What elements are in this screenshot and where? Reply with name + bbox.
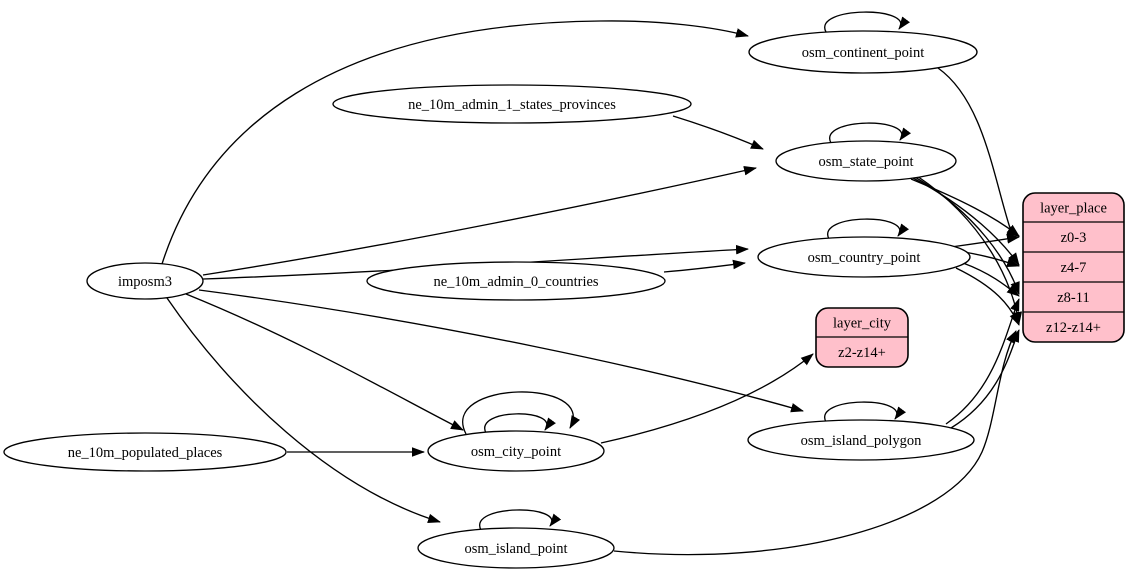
node-ne_10m_populated_places: ne_10m_populated_places xyxy=(3,432,287,472)
node-ellipse-osm_island_polygon xyxy=(747,419,975,461)
node-label-ne_10m_admin_1_states_provinces: ne_10m_admin_1_states_provinces xyxy=(408,97,616,113)
edge-osm_country_point-to-layer_place:z8-11 xyxy=(962,262,1020,297)
edge-imposm3-to-osm_island_point xyxy=(166,297,441,524)
edge-osm_country_point-to-osm_country_point xyxy=(827,218,909,240)
node-ellipse-ne_10m_admin_0_countries xyxy=(366,261,666,301)
node-label-osm_state_point: osm_state_point xyxy=(818,154,913,170)
nodes-layer: imposm3 ne_10m_admin_1_states_provincesne… xyxy=(3,30,978,569)
record-row-layer_place-z8-11: z8-11 xyxy=(1057,290,1089,306)
node-label-osm_island_point: osm_island_point xyxy=(464,541,567,557)
node-ellipse-osm_continent_point xyxy=(748,30,978,74)
edge-osm_island_point-to-layer_place:z12-z14+ xyxy=(613,330,1017,556)
edge-osm_state_point-to-layer_place:z8-11 xyxy=(914,176,1020,295)
edge-imposm3-to-osm_state_point xyxy=(202,165,757,276)
record-layer_city: layer_city z2-z14+ xyxy=(815,307,909,368)
node-imposm3: imposm3 xyxy=(86,262,204,300)
edge-ne_10m_admin_0_countries-to-osm_country_point xyxy=(663,259,746,273)
node-osm_country_point: osm_country_point xyxy=(757,236,971,278)
node-osm_continent_point: osm_continent_point xyxy=(748,30,978,74)
node-ellipse-osm_city_point xyxy=(427,430,605,472)
node-label-ne_10m_admin_0_countries: ne_10m_admin_0_countries xyxy=(433,274,598,290)
node-label-osm_island_polygon: osm_island_polygon xyxy=(801,433,923,449)
edge-imposm3-to-osm_island_polygon xyxy=(198,289,804,413)
node-label-osm_country_point: osm_country_point xyxy=(808,250,921,266)
record-shape-layer_place xyxy=(1022,192,1125,343)
node-osm_state_point: osm_state_point xyxy=(775,140,957,182)
edge-osm_island_polygon-to-layer_place:z12-z14+ xyxy=(950,329,1020,429)
record-row-layer_place-z4-7: z4-7 xyxy=(1061,260,1087,276)
node-ellipse-ne_10m_populated_places xyxy=(3,432,287,472)
edge-imposm3-to-osm_city_point xyxy=(185,293,464,431)
node-ne_10m_admin_0_countries: ne_10m_admin_0_countries xyxy=(366,261,666,301)
records-layer: layer_place z0-3 z4-7 z8-11 z12-z14+ layer_ci… xyxy=(815,192,1125,368)
record-row-layer_city-z2-z14+: z2-z14+ xyxy=(838,345,886,361)
edge-imposm3-to-osm_continent_point xyxy=(161,20,749,265)
edge-osm_city_point-to-osm_city_point xyxy=(462,391,581,435)
node-label-ne_10m_populated_places: ne_10m_populated_places xyxy=(68,445,223,461)
edge-ne_10m_admin_1_states_provinces-to-osm_state_point xyxy=(672,115,764,150)
node-ellipse-osm_country_point xyxy=(757,236,971,278)
node-osm_island_point: osm_island_point xyxy=(417,527,615,569)
record-layer_place: layer_place z0-3 z4-7 z8-11 z12-z14+ xyxy=(1022,192,1125,343)
edge-osm_island_point-to-osm_island_point xyxy=(479,509,562,531)
node-label-imposm3: imposm3 xyxy=(118,274,172,290)
node-label-osm_continent_point: osm_continent_point xyxy=(802,45,924,61)
record-row-layer_place-z12-z14+: z12-z14+ xyxy=(1046,320,1101,336)
node-label-osm_city_point: osm_city_point xyxy=(471,444,561,460)
record-row-layer_place-z0-3: z0-3 xyxy=(1061,230,1087,246)
node-ellipse-imposm3 xyxy=(86,262,204,300)
edge-osm_island_polygon-to-layer_place:z8-11 xyxy=(945,298,1020,425)
edge-osm_country_point-to-layer_place:z0-3 xyxy=(950,234,1020,248)
edges-layer xyxy=(161,11,1023,556)
node-ellipse-osm_island_point xyxy=(417,527,615,569)
edge-osm_city_point-to-osm_city_point xyxy=(484,413,556,434)
record-title-layer_city: layer_city xyxy=(833,316,892,332)
edge-osm_state_point-to-layer_place:z0-3 xyxy=(910,178,1020,237)
edge-osm_island_polygon-to-osm_island_polygon xyxy=(824,401,906,423)
node-ellipse-ne_10m_admin_1_states_provinces xyxy=(332,84,692,124)
edge-osm_state_point-to-layer_place:z4-7 xyxy=(912,177,1020,266)
node-ne_10m_admin_1_states_provinces: ne_10m_admin_1_states_provinces xyxy=(332,84,692,124)
edge-osm_city_point-to-layer_city:z2-z14+ xyxy=(600,353,814,444)
edge-osm_country_point-to-layer_place:z12-z14+ xyxy=(955,267,1020,326)
node-osm_city_point: osm_city_point xyxy=(427,430,605,472)
edge-osm_country_point-to-layer_place:z4-7 xyxy=(963,251,1020,268)
edge-osm_state_point-to-osm_state_point xyxy=(829,122,911,144)
node-osm_island_polygon: osm_island_polygon xyxy=(747,419,975,461)
edge-osm_continent_point-to-osm_continent_point xyxy=(824,11,910,33)
node-ellipse-osm_state_point xyxy=(775,140,957,182)
record-title-layer_place: layer_place xyxy=(1040,201,1107,217)
